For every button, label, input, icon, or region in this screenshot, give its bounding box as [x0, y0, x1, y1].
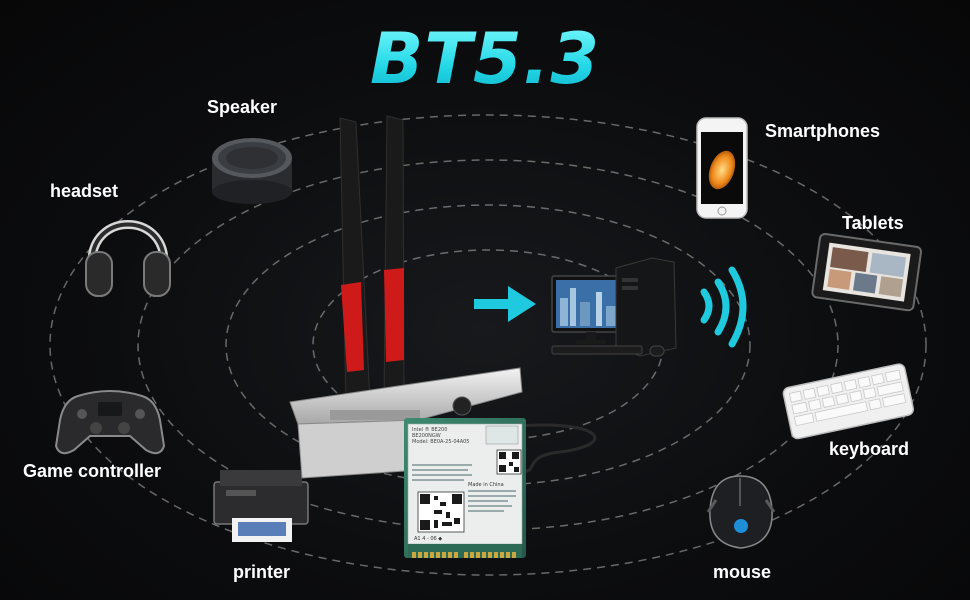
- headset-icon: [85, 220, 171, 297]
- smartphone-icon: [696, 117, 748, 219]
- card-text-line3: Model: BE0A-25-04A05: [412, 439, 470, 445]
- smartphones-label: Smartphones: [765, 121, 881, 141]
- tablet-icon: [811, 232, 923, 312]
- wireless-signal-icon: [700, 266, 747, 348]
- card-text-line1: Intel ® BE200: [412, 427, 448, 433]
- antenna-left: [339, 117, 371, 410]
- card-sticker-text: Intel ® BE200 BE200NGW Model: BE0A-25-04…: [412, 427, 482, 445]
- speaker-label: Speaker: [207, 97, 278, 117]
- printer-icon: [213, 470, 309, 542]
- tablets-label: Tablets: [842, 213, 904, 233]
- wifi-card: [404, 418, 526, 558]
- card-bottom-text: A1 4 - 06 ◆: [414, 536, 443, 542]
- speaker-icon: [212, 138, 292, 204]
- page-title: BT5.3: [0, 18, 970, 100]
- game-controller-label: Game controller: [23, 461, 162, 481]
- mouse-icon: [706, 475, 776, 549]
- keyboard-icon: [782, 363, 915, 440]
- desktop-pc-icon: [551, 257, 677, 357]
- card-text-line2: BE200NGW: [412, 433, 441, 439]
- card-origin-text: Made in China: [468, 482, 504, 488]
- keyboard-label: keyboard: [829, 439, 910, 459]
- mouse-label: mouse: [713, 562, 772, 582]
- antenna-right: [382, 115, 408, 410]
- headset-label: headset: [50, 181, 119, 201]
- game-controller-icon: [54, 390, 166, 455]
- pcie-bracket: [289, 367, 523, 479]
- arrow-right-icon: [474, 286, 536, 322]
- printer-label: printer: [233, 562, 291, 582]
